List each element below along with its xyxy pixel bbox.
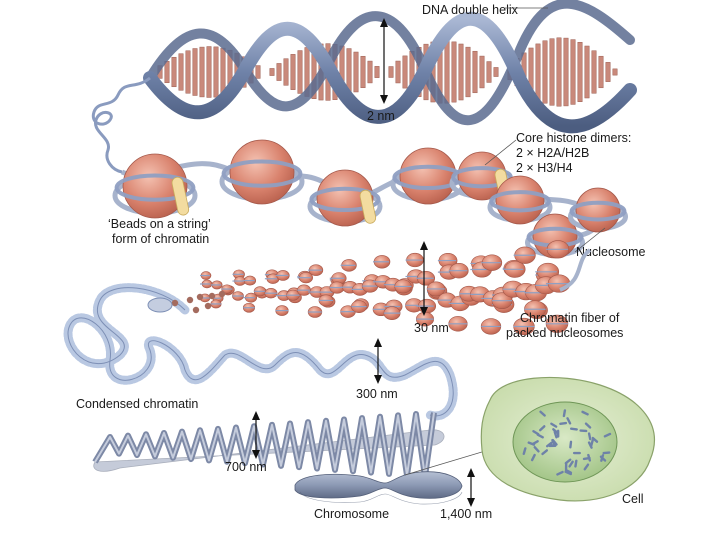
base-pair: [592, 51, 596, 94]
base-pair: [165, 61, 169, 83]
base-pair: [172, 57, 176, 87]
core-histone-label: Core histone dimers: 2 × H2A/H2B 2 × H3/…: [485, 131, 631, 175]
base-pair: [487, 62, 491, 83]
base-pair: [480, 56, 484, 88]
mini-chromosome: [573, 452, 581, 454]
base-pair: [291, 54, 295, 89]
base-pair: [613, 69, 617, 75]
base-pair: [571, 40, 575, 105]
histone-core: [400, 148, 456, 204]
base-pair: [445, 41, 449, 103]
base-pair: [207, 47, 211, 98]
base-pair: [599, 56, 603, 88]
base-pair: [361, 56, 365, 88]
base-pair: [396, 61, 400, 83]
label-core-histone-title: Core histone dimers:: [516, 131, 631, 145]
base-pair: [585, 46, 589, 98]
base-pair: [214, 47, 218, 97]
base-pair: [452, 42, 456, 102]
histone-core: [576, 188, 620, 232]
small-bead: [209, 293, 215, 299]
label-condensed-chromatin: Condensed chromatin: [76, 397, 198, 411]
base-pair: [557, 38, 561, 106]
base-pair: [354, 52, 358, 92]
base-pair: [459, 44, 463, 100]
label-700nm: 700 nm: [225, 460, 267, 474]
base-pair: [543, 41, 547, 104]
base-pair: [368, 61, 372, 83]
small-bead: [205, 303, 211, 309]
base-pair: [277, 63, 281, 80]
label-2nm: 2 nm: [367, 109, 395, 123]
label-300nm: 300 nm: [356, 387, 398, 401]
chromatin-coil-700nm: [94, 413, 444, 477]
base-pair: [494, 67, 498, 76]
small-bead: [172, 300, 178, 306]
chromosome: [295, 472, 462, 504]
base-pair: [375, 66, 379, 77]
base-pair: [473, 51, 477, 93]
label-30nm: 30 nm: [414, 321, 449, 335]
histone-core: [230, 140, 294, 204]
label-core-histone-line1: 2 × H2A/H2B: [516, 146, 589, 160]
base-pair: [270, 68, 274, 75]
base-pair: [606, 62, 610, 81]
coil-segment: [148, 298, 172, 312]
base-pair: [298, 51, 302, 94]
label-dna-double-helix: DNA double helix: [422, 3, 519, 17]
label-cell: Cell: [622, 492, 644, 506]
cell: [481, 377, 654, 501]
label-fiber-line2: packed nucleosomes: [506, 326, 623, 340]
small-bead: [197, 294, 203, 300]
label-fiber-line1: Chromatin fiber of: [520, 311, 620, 325]
label-chromosome: Chromosome: [314, 507, 389, 521]
base-pair: [403, 56, 407, 88]
base-pair: [550, 39, 554, 106]
base-pair: [578, 42, 582, 101]
label-core-histone-line2: 2 × H3/H4: [516, 161, 573, 175]
base-pair: [186, 51, 190, 94]
base-pair: [536, 44, 540, 100]
base-pair: [193, 49, 197, 96]
base-pair: [389, 67, 393, 78]
base-pair: [466, 47, 470, 97]
histone-core: [496, 176, 544, 224]
base-pair: [256, 66, 260, 79]
small-bead: [187, 297, 193, 303]
base-pair: [179, 54, 183, 91]
label-beads-line1: ‘Beads on a string’: [108, 217, 211, 231]
small-bead: [219, 291, 225, 297]
base-pair: [200, 47, 204, 97]
base-pair: [564, 38, 568, 106]
label-beads-line2: form of chromatin: [112, 232, 209, 246]
small-bead: [193, 307, 199, 313]
label-1400nm: 1,400 nm: [440, 507, 492, 521]
base-pair: [284, 59, 288, 86]
